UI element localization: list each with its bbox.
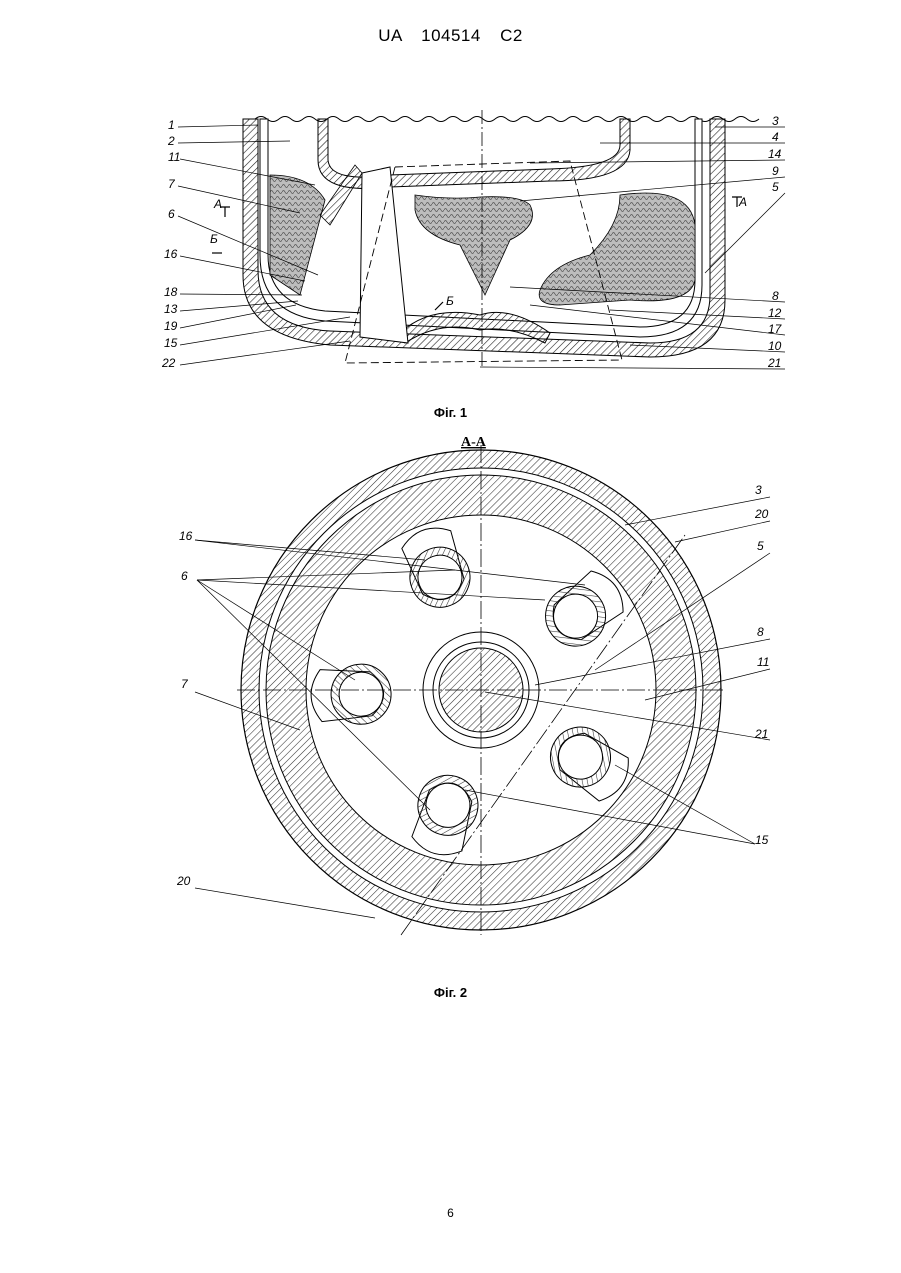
label-11: 11 xyxy=(168,150,180,164)
label-16: 16 xyxy=(164,247,178,261)
figure-2-drawing: А-А xyxy=(165,430,795,950)
figure-1-drawing: А А Б Б 1 2 11 7 6 16 18 13 19 15 22 3 4… xyxy=(150,105,800,395)
label-7: 7 xyxy=(181,677,189,691)
label-15: 15 xyxy=(755,833,769,847)
figure-1-caption: Фіг. 1 xyxy=(0,405,901,420)
section-mark-a-left: А xyxy=(213,197,222,211)
label-16: 16 xyxy=(179,529,193,543)
label-6: 6 xyxy=(168,207,175,221)
label-22: 22 xyxy=(161,356,176,370)
page-number: 6 xyxy=(0,1206,901,1220)
label-14: 14 xyxy=(768,147,782,161)
label-4: 4 xyxy=(772,130,779,144)
patent-number: 104514 xyxy=(421,26,481,45)
section-mark-a-right: А xyxy=(738,195,747,209)
label-21: 21 xyxy=(754,727,768,741)
label-19: 19 xyxy=(164,319,178,333)
label-6: 6 xyxy=(181,569,188,583)
label-5: 5 xyxy=(757,539,764,553)
patent-header: UA 104514 C2 xyxy=(0,26,901,46)
label-13: 13 xyxy=(164,302,178,316)
label-9: 9 xyxy=(772,164,779,178)
figure-2-caption: Фіг. 2 xyxy=(0,985,901,1000)
label-5: 5 xyxy=(772,180,779,194)
label-18: 18 xyxy=(164,285,178,299)
label-21: 21 xyxy=(767,356,781,370)
section-mark-b-right: Б xyxy=(446,294,454,308)
label-10: 10 xyxy=(768,339,782,353)
label-20: 20 xyxy=(754,507,769,521)
section-title: А-А xyxy=(461,435,487,450)
label-11: 11 xyxy=(757,655,769,669)
label-1: 1 xyxy=(168,118,175,132)
label-3: 3 xyxy=(755,483,762,497)
section-mark-b-left: Б xyxy=(210,232,218,246)
label-8: 8 xyxy=(772,289,779,303)
document-kind: C2 xyxy=(500,26,523,45)
label-15: 15 xyxy=(164,336,178,350)
country-code: UA xyxy=(378,26,402,45)
label-20: 20 xyxy=(176,874,191,888)
label-3: 3 xyxy=(772,114,779,128)
label-7: 7 xyxy=(168,177,176,191)
label-8: 8 xyxy=(757,625,764,639)
label-2: 2 xyxy=(167,134,175,148)
